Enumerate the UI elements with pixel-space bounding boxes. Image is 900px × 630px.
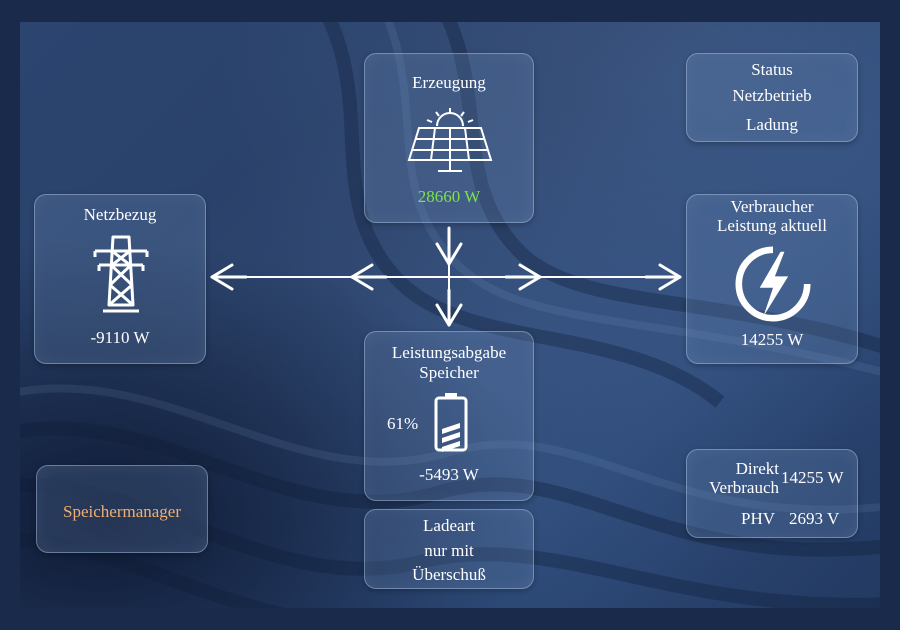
verbraucher-subtitle: Leistung aktuell (716, 216, 827, 235)
solar-panel-icon (407, 108, 493, 172)
speicher-title: Leistungsabgabe (391, 343, 507, 362)
dashboard-background (20, 22, 880, 608)
battery-level-bar (442, 423, 460, 434)
speichermanager-button[interactable]: Speichermanager (36, 465, 208, 553)
ladeart-mode-line2: Überschuß (412, 565, 486, 584)
ladeart-title: Ladeart (423, 516, 475, 535)
status-title: Status (751, 60, 793, 79)
battery-level-bar (442, 432, 460, 443)
verbraucher-card[interactable]: Verbraucher Leistung aktuell 14255 W (686, 194, 858, 364)
battery-icon (434, 393, 468, 452)
verbraucher-value: 14255 W (740, 330, 804, 349)
direkt-label: Direkt (735, 459, 779, 478)
verbraucher-title: Verbraucher (730, 197, 814, 216)
speicher-card[interactable]: Leistungsabgabe Speicher 61% -5493 W (364, 331, 534, 501)
netzbezug-card[interactable]: Netzbezug -9110 W (34, 194, 206, 364)
netzbezug-value: -9110 W (90, 328, 150, 347)
ladeart-card[interactable]: Ladeart nur mit Überschuß (364, 509, 534, 589)
speichermanager-label: Speichermanager (63, 502, 181, 521)
erzeugung-value: 28660 W (417, 187, 481, 206)
speicher-charge-percent: 61% (387, 414, 419, 433)
ladeart-mode-line1: nur mit (424, 541, 474, 560)
erzeugung-card[interactable]: Erzeugung 28660 W (364, 53, 534, 223)
speicher-subtitle: Speicher (419, 363, 479, 382)
direkt-verbrauch-card[interactable]: Direkt Verbrauch 14255 W PHV 2693 V (686, 449, 858, 538)
netzbezug-title: Netzbezug (83, 205, 157, 224)
background-swirl-decoration (20, 22, 880, 608)
status-state: Ladung (746, 115, 798, 134)
speicher-value: -5493 W (419, 465, 479, 484)
direkt-verbrauch-value: 14255 W (781, 468, 844, 487)
status-card[interactable]: Status Netzbetrieb Ladung (686, 53, 858, 142)
lightning-bolt-icon (735, 246, 811, 322)
power-pylon-icon (93, 235, 149, 313)
phv-value: 2693 V (789, 509, 840, 528)
phv-label: PHV (740, 509, 775, 528)
battery-level-bar (442, 441, 460, 452)
status-mode: Netzbetrieb (732, 86, 812, 105)
verbrauch-label: Verbrauch (709, 478, 779, 497)
erzeugung-title: Erzeugung (412, 73, 486, 92)
